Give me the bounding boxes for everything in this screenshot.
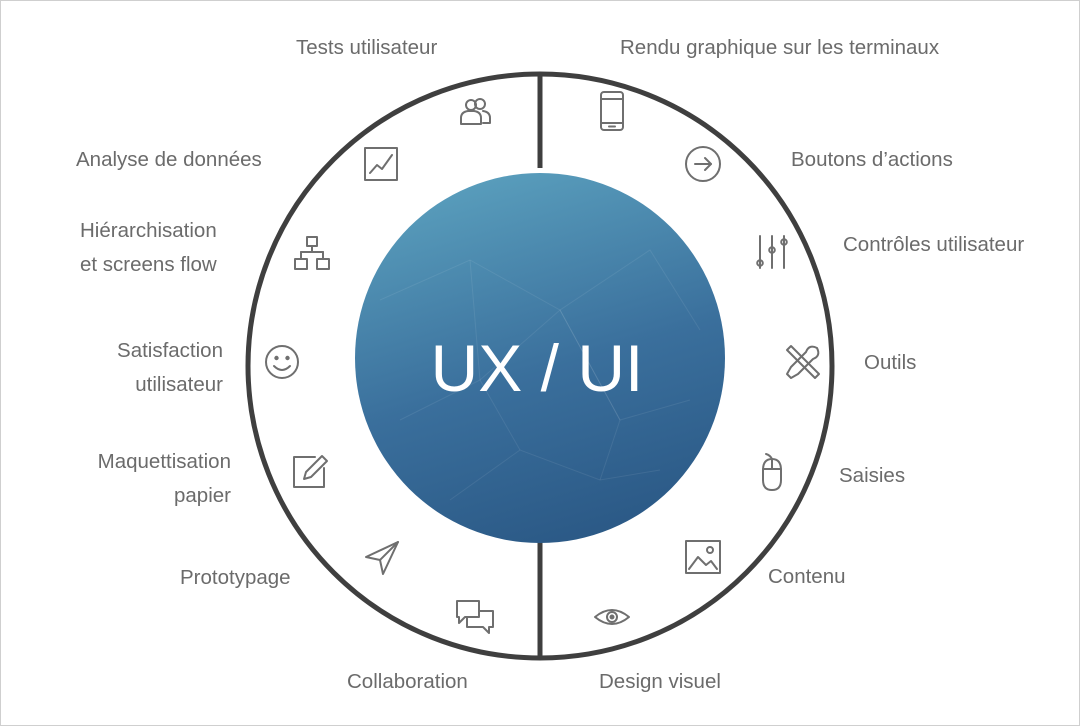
label-saisies: Saisies [839,464,906,487]
smartphone-icon [600,91,624,131]
smiley-icon [265,345,299,379]
label-controles-utilisateur: Contrôles utilisateur [843,233,1025,256]
label-rendu-graphique: Rendu graphique sur les terminaux [620,36,940,59]
label-satisfaction-utilisateur: Satisfaction utilisateur [99,334,223,402]
chat-bubbles-icon [456,600,494,634]
label-hierarchisation-line1: Hiérarchisation [80,219,217,242]
image-icon [685,540,721,574]
sitemap-icon [294,236,330,270]
label-satisfaction-line1: Satisfaction [117,339,223,362]
users-icon [460,98,491,125]
label-tests-utilisateur: Tests utilisateur [296,36,438,59]
arrow-circle-icon [685,146,721,182]
label-maquettisation-papier: Maquettisation papier [75,445,231,513]
tools-icon [786,345,820,379]
eye-icon [594,609,630,625]
label-design-visuel: Design visuel [599,670,721,693]
label-hierarchisation: Hiérarchisation et screens flow [80,214,217,282]
label-contenu: Contenu [768,565,846,588]
mouse-icon [762,453,782,491]
label-maquettisation-line1: Maquettisation [97,450,231,473]
sliders-icon [756,235,788,269]
label-collaboration: Collaboration [347,670,468,693]
label-prototypage: Prototypage [180,566,291,589]
line-chart-icon [364,147,398,181]
label-hierarchisation-line2: et screens flow [80,253,217,276]
label-satisfaction-line2: utilisateur [135,373,223,396]
center-facets [379,249,701,501]
pencil-square-icon [293,455,328,488]
label-maquettisation-line2: papier [174,484,231,507]
paper-plane-icon [365,541,399,575]
label-analyse-de-donnees: Analyse de données [76,148,262,171]
label-outils: Outils [864,351,917,374]
label-boutons-actions: Boutons d’actions [791,148,953,171]
center-circle [355,173,725,543]
center-title: UX / UI [431,331,644,405]
